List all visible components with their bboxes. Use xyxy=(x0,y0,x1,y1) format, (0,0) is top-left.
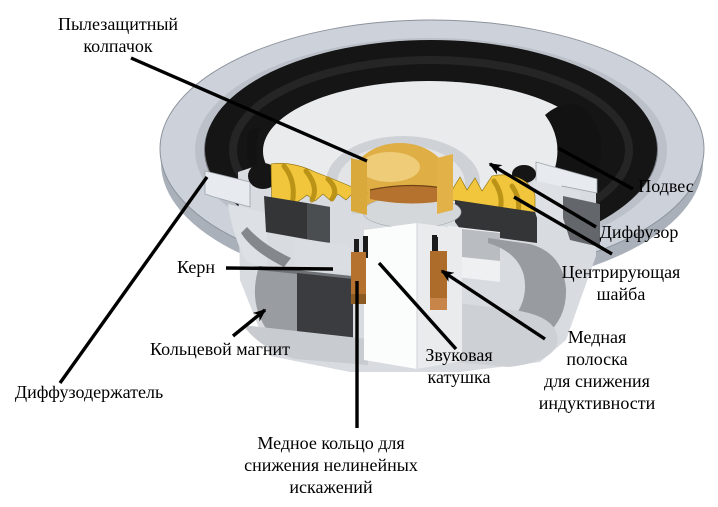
pole-core-left-face xyxy=(364,223,417,369)
magnet-curve-right xyxy=(488,238,567,336)
label-dust-cap: Пылезащитный колпачок xyxy=(57,14,179,56)
magnet-curve-left xyxy=(254,270,298,340)
surround-roll-front-left xyxy=(246,127,263,182)
dust-cap-highlight xyxy=(360,152,420,182)
voice-coil-lead-left xyxy=(354,239,359,253)
top-plate-left-face xyxy=(307,203,330,243)
surround-section-left xyxy=(248,163,278,189)
magnet-block-left xyxy=(297,273,353,340)
callout-line-basket xyxy=(58,176,209,384)
plate-left xyxy=(295,239,350,272)
callout-line-dust-cap xyxy=(130,56,368,163)
callout-line-surround xyxy=(557,146,634,191)
label-surround: Подвес xyxy=(638,176,694,197)
callout-line-pole-core xyxy=(225,266,334,271)
dust-cap-wall-left xyxy=(351,158,367,215)
label-basket: Диффузодержатель xyxy=(14,382,164,403)
copper-ring-section xyxy=(370,185,453,204)
voice-coil-right-light xyxy=(430,298,447,310)
voice-coil-left xyxy=(351,252,366,302)
callout-line-voice-coil xyxy=(377,261,458,351)
label-voice-coil: Звуковая катушка xyxy=(425,345,493,387)
callout-line-copper-strip xyxy=(440,269,546,341)
gap-slit-left xyxy=(363,236,368,258)
dust-cap-wall-right xyxy=(437,154,453,214)
flange-cut-face-left xyxy=(204,170,251,208)
label-ring-magnet: Кольцевой магнит xyxy=(150,339,290,360)
callout-line-spider xyxy=(513,195,613,256)
voice-coil-right xyxy=(430,251,447,306)
bottom-plate-left xyxy=(243,325,368,365)
label-copper-ring: Медное кольцо для снижения нелинейных ис… xyxy=(244,433,418,497)
callout-line-cone xyxy=(488,162,597,229)
voice-coil-lead-right xyxy=(433,237,438,252)
label-spider: Центрирующая шайба xyxy=(561,262,681,304)
label-copper-strip: Медная полоска для снижения индуктивност… xyxy=(538,327,656,413)
plate-right-inner xyxy=(462,229,500,261)
label-pole-core: Керн xyxy=(177,257,215,278)
bottom-plate-right xyxy=(443,301,558,367)
frame-shadow-right xyxy=(563,196,600,247)
callout-line-ring-magnet xyxy=(231,308,267,338)
callout-lines xyxy=(58,56,634,428)
basket-strut-left xyxy=(241,227,291,267)
label-cone: Диффузор xyxy=(599,222,679,243)
